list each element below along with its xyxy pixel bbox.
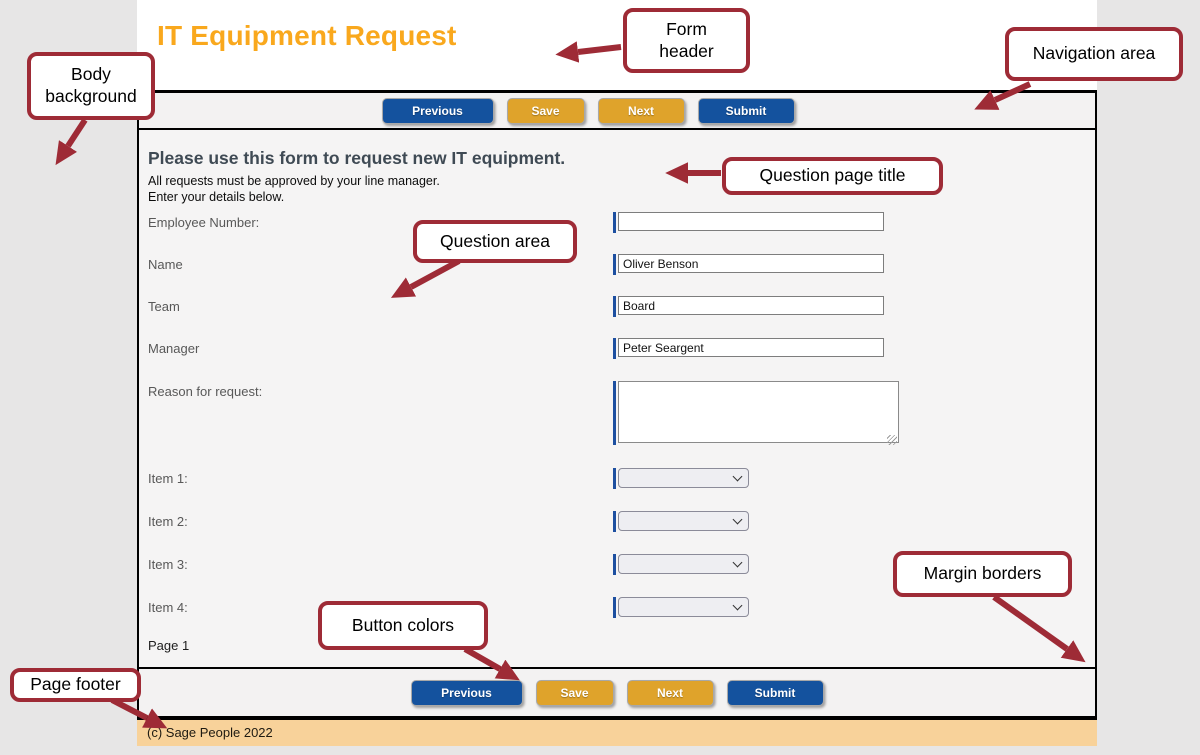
top-navigation-bar: Previous Save Next Submit <box>137 90 1097 130</box>
name-label: Name <box>148 257 183 272</box>
item-4-group <box>613 597 749 618</box>
item-1-label: Item 1: <box>148 471 188 486</box>
name-group <box>613 254 884 275</box>
reason-label: Reason for request: <box>148 384 263 399</box>
top-nav-button-group: Previous Save Next Submit <box>381 97 795 124</box>
employee-number-input[interactable] <box>618 212 884 231</box>
employee-number-group <box>613 212 884 233</box>
page-indicator: Page 1 <box>148 638 190 653</box>
callout-body-background: Body background <box>27 52 155 120</box>
field-accent-bar <box>613 254 616 275</box>
bottom-navigation-bar: Previous Save Next Submit <box>137 667 1097 720</box>
nav-button-save[interactable]: Save <box>535 679 614 706</box>
item-2-group <box>613 511 749 532</box>
callout-navigation-area: Navigation area <box>1005 27 1183 81</box>
question-page-subtitle-1: All requests must be approved by your li… <box>148 174 440 188</box>
employee-number-label: Employee Number: <box>148 215 260 230</box>
nav-button-submit[interactable]: Submit <box>726 679 824 706</box>
item-1-group <box>613 468 749 489</box>
field-accent-bar <box>613 212 616 233</box>
manager-input[interactable] <box>618 338 884 357</box>
reason-textarea[interactable] <box>618 381 899 443</box>
team-label: Team <box>148 299 180 314</box>
item-1-select[interactable] <box>618 468 749 488</box>
page-footer: (c) Sage People 2022 <box>137 720 1097 746</box>
item-3-label: Item 3: <box>148 557 188 572</box>
question-page-title: Please use this form to request new IT e… <box>148 148 566 168</box>
item-2-select[interactable] <box>618 511 749 531</box>
nav-button-next[interactable]: Next <box>597 97 685 124</box>
callout-form-header: Form header <box>623 8 750 73</box>
callout-question-area: Question area <box>413 220 577 263</box>
item-4-label: Item 4: <box>148 600 188 615</box>
item-2-label: Item 2: <box>148 514 188 529</box>
reason-group <box>613 381 899 448</box>
manager-group <box>613 338 884 359</box>
item-3-group <box>613 554 749 575</box>
field-accent-bar <box>613 554 616 575</box>
nav-button-previous[interactable]: Previous <box>410 679 523 706</box>
field-accent-bar <box>613 511 616 532</box>
nav-button-save[interactable]: Save <box>506 97 585 124</box>
callout-button-colors: Button colors <box>318 601 488 650</box>
item-3-select[interactable] <box>618 554 749 574</box>
callout-page-footer: Page footer <box>10 668 141 702</box>
arrow-body-background <box>55 118 88 166</box>
name-input[interactable] <box>618 254 884 273</box>
question-page-subtitle-2: Enter your details below. <box>148 190 285 204</box>
bottom-nav-button-group: Previous Save Next Submit <box>410 679 824 706</box>
callout-question-page-title: Question page title <box>722 157 943 195</box>
manager-label: Manager <box>148 341 200 356</box>
nav-button-submit[interactable]: Submit <box>697 97 795 124</box>
question-area: Please use this form to request new IT e… <box>137 130 1097 667</box>
nav-button-next[interactable]: Next <box>626 679 714 706</box>
nav-button-previous[interactable]: Previous <box>381 97 494 124</box>
field-accent-bar <box>613 338 616 359</box>
form-page: IT Equipment Request Previous Save Next … <box>137 0 1097 746</box>
item-4-select[interactable] <box>618 597 749 617</box>
field-accent-bar <box>613 597 616 618</box>
form-title: IT Equipment Request <box>157 20 457 51</box>
callout-margin-borders: Margin borders <box>893 551 1072 597</box>
field-accent-bar <box>613 468 616 489</box>
field-accent-bar <box>613 381 616 445</box>
team-group <box>613 296 884 317</box>
form-header-area: IT Equipment Request <box>137 0 1097 90</box>
field-accent-bar <box>613 296 616 317</box>
team-input[interactable] <box>618 296 884 315</box>
